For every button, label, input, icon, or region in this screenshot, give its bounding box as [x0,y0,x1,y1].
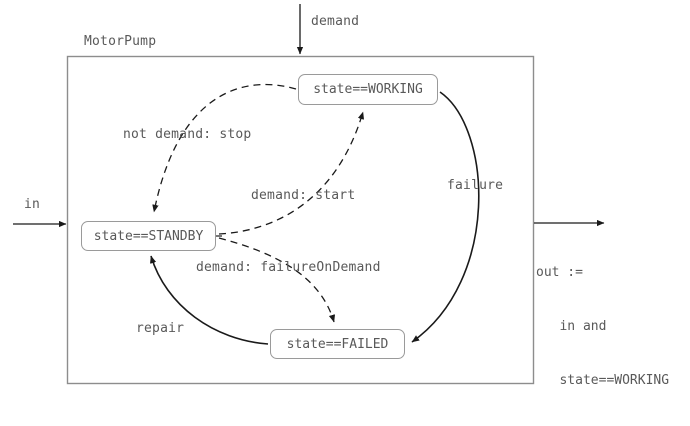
state-machine-diagram: MotorPump in demand out := in and state=… [13,4,670,388]
transition-start-arrow [218,111,365,235]
output-line-3: state==WORKING [536,373,670,388]
transition-label-start: demand: start [251,188,356,203]
state-node-working[interactable]: state==WORKING [298,74,438,105]
state-node-failed[interactable]: state==FAILED [270,329,405,359]
component-title: MotorPump [84,34,157,49]
output-line-1: out := [536,265,583,280]
input-label-in: in [24,197,41,212]
component-boundary [66,55,535,385]
output-line-2: in and [536,319,607,334]
state-node-standby[interactable]: state==STANDBY [81,221,216,251]
transition-label-failure: failure [447,178,504,193]
input-label-demand: demand [311,14,360,29]
diagram-vector-layer [13,4,605,385]
transition-failure-on-demand-arrow [218,237,336,323]
transition-repair-arrow [150,255,269,345]
transition-label-failure-on-demand: demand: failureOnDemand [196,260,381,275]
transition-label-stop: not demand: stop [123,127,252,142]
transition-stop-arrow [152,83,297,213]
output-label-out: out := in and state==WORKING [536,228,669,426]
transition-label-repair: repair [136,321,185,336]
transition-failure-arrow [411,91,480,343]
